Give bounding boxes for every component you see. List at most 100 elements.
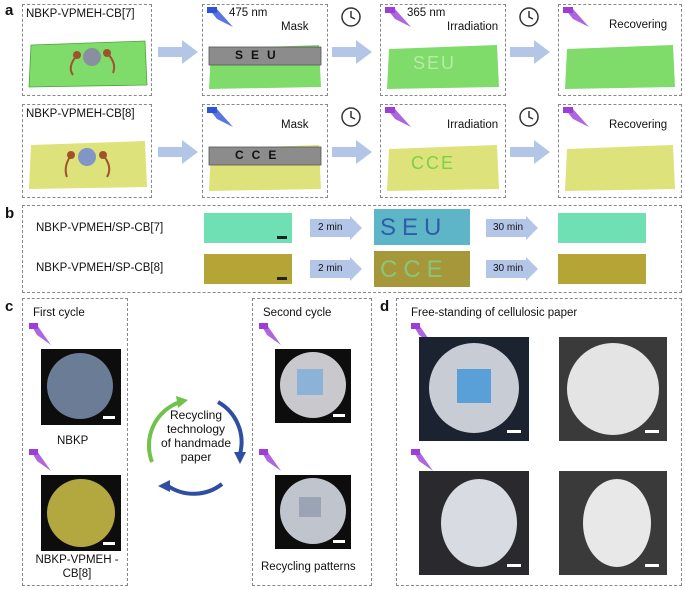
blue-lamp-icon [207,107,233,127]
arrow-icon [332,40,372,64]
masked-yellow-paper [208,145,322,191]
arrow-icon [310,257,362,281]
panel-b-row1-time2: 30 min [493,222,524,233]
mask-bar [208,146,322,166]
panel-b-row1-initial-photo [204,213,292,243]
arrow-icon [510,40,550,64]
panel-b-row2-initial-photo [204,254,292,284]
scale-bar [277,236,287,239]
arrow-icon [176,396,188,408]
irradiation-label: Irradiation [447,21,499,33]
arrow-icon [332,140,372,164]
recycling-text-line-4: paper [180,450,212,464]
panel-a-letter: a [5,2,14,19]
uv-lamp-icon [385,107,411,127]
arrow-icon [234,452,246,464]
mask-pattern-text: CCE [235,148,285,162]
clock-icon [519,7,539,27]
clock-icon [341,107,361,127]
folded-paper [583,479,651,567]
panel-b-row1-pattern-photo: SEU [374,209,470,245]
clock-icon [519,107,539,127]
uv-lamp-icon [29,449,51,471]
panel-a-row1-mask-box: 475 nm Mask SEU [202,4,328,96]
uv-lamp-icon [563,7,589,27]
masked-green-paper [208,45,322,89]
panel-b-row2-time2: 30 min [493,263,524,274]
nbkp-photo [41,349,121,425]
recycling-cycle-arrows [146,396,246,496]
recovering-label: Recovering [609,119,668,131]
panel-c-letter: c [5,298,14,315]
recycling-text-line-2: technology [166,422,226,436]
scale-bar [645,430,659,433]
scale-bar [507,564,521,567]
scale-bar [645,564,659,567]
blue-lamp-icon [207,7,233,27]
pattern-square [457,369,491,403]
panel-b-box [22,205,682,293]
panel-a-row2-mask-box: Mask CCE [202,104,328,198]
panel-a-row2-sample-label: NBKP-VPMEH-CB[8] [26,108,135,120]
product-photo [41,475,121,551]
free-standing-photo-1 [419,337,529,441]
cucurbituril-molecule-icon [78,148,96,166]
panel-d-box: Free-standing of cellulosic paper [396,298,682,586]
first-cycle-label: First cycle [33,307,85,319]
uv-lamp-icon [385,7,411,27]
clock-icon [341,7,361,27]
panel-b-letter: b [5,205,15,222]
second-cycle-label: Second cycle [263,307,332,319]
mask-label: Mask [281,119,309,131]
panel-d-letter: d [380,298,390,315]
uv-lamp-icon [411,449,433,471]
arrow-icon [510,140,550,164]
irradiation-pattern-text: SEU [413,53,457,73]
panel-b-row2-pattern-text: CCE [380,256,449,283]
arrow-icon [310,216,362,240]
panel-b-row1-recovered-photo [558,213,646,243]
recycling-text: Recycling technology of handmade paper [152,408,240,464]
uv-lamp-icon [259,323,281,345]
uv-lamp-icon [29,323,51,345]
yellow-paper-with-host-guest-molecule [29,141,147,189]
arrow-icon [486,216,538,240]
mask-pattern-text: SEU [235,48,284,62]
scale-bar [277,277,287,280]
cucurbituril-molecule-icon [83,48,101,66]
irradiated-green-paper [387,45,499,89]
recycling-text-line-1: Recycling [169,408,223,422]
arrow-icon [158,140,198,164]
free-standing-photo-4 [559,471,667,575]
panel-b-row1-time1: 2 min [318,222,343,233]
scale-bar [103,542,115,545]
mask-bar [208,46,322,66]
mask-label: Mask [281,21,309,33]
scale-bar [333,540,345,543]
folded-paper [441,479,517,567]
pattern-square [297,369,323,395]
paper-disc [567,343,659,435]
recovered-green-paper [565,45,675,89]
panel-d-title: Free-standing of cellulosic paper [411,307,578,319]
arrow-icon [158,40,198,64]
second-cycle-photo-1 [275,349,351,423]
recovering-label: Recovering [609,19,668,31]
panel-b-row2-time1: 2 min [318,263,343,274]
free-standing-photo-2 [559,337,667,441]
recycling-patterns-label: Recycling patterns [261,561,356,573]
panel-b-row1-pattern-text: SEU [380,214,448,241]
panel-b-row2-sample-label: NBKP-VPMEH/SP-CB[8] [36,262,164,274]
product-paper-disc [47,479,115,547]
panel-c-second-cycle-box: Second cycle Recycling patterns [252,298,372,586]
arrow-icon [158,480,170,492]
uv-lamp-icon [563,107,589,127]
panel-a-row1-start-box: NBKP-VPMEH-CB[7] [22,4,152,96]
panel-b-row2-pattern-photo: CCE [374,251,470,287]
scale-bar [507,430,521,433]
pattern-square [299,497,321,517]
irradiated-yellow-paper [387,145,499,191]
second-cycle-photo-2 [275,475,351,549]
scale-bar [333,414,345,417]
